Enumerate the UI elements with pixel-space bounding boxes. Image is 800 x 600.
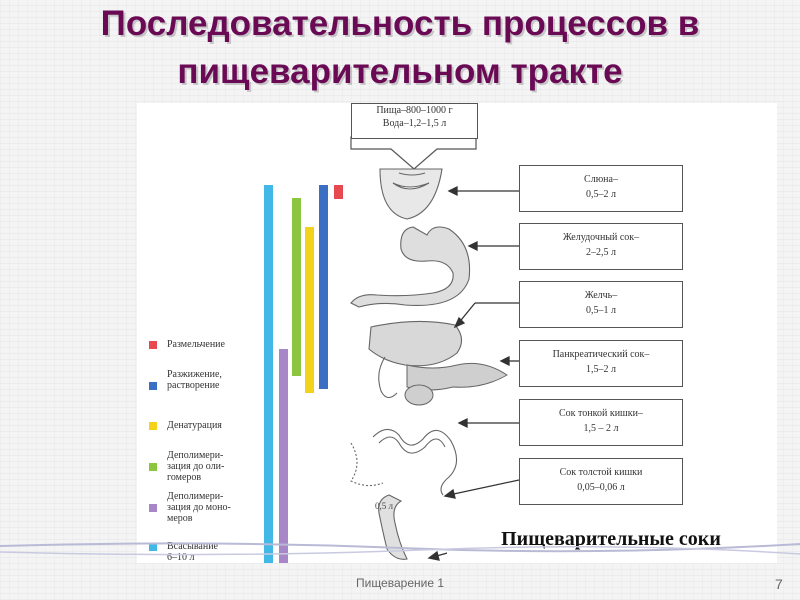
pancreas-drawing <box>404 362 508 406</box>
juice-amount: 1,5 – 2 л <box>583 423 619 434</box>
legend-swatch <box>149 463 157 471</box>
juice-amount: 0,5–1 л <box>586 305 616 316</box>
juice-name: Панкреатический сок– <box>552 349 650 360</box>
liver-drawing <box>368 320 463 399</box>
juice-name: Сок толстой кишки <box>559 467 643 478</box>
legend-label: Деполимери- зация до оли- гомеров <box>167 450 225 483</box>
bar-grinding <box>334 185 343 199</box>
small-intestine-drawing <box>350 428 458 496</box>
footer-text: Пищеварение 1 <box>355 576 444 590</box>
juice-box-bile: Желчь– 0,5–1 л <box>519 281 683 328</box>
legend-swatch <box>149 341 157 349</box>
bar-dissolution <box>319 185 328 389</box>
juice-amount: 0,05–0,06 л <box>577 482 625 493</box>
juice-box-gastric: Желудочный сок– 2–2,5 л <box>519 223 683 270</box>
bar-depolymerization-oligomers <box>292 198 301 376</box>
legend-label: Размельчение <box>167 339 225 350</box>
legend-swatch <box>149 422 157 430</box>
bar-denaturation <box>305 227 314 393</box>
juice-box-pancreatic: Панкреатический сок– 1,5–2 л <box>519 340 683 387</box>
juice-name: Желчь– <box>584 290 618 301</box>
digestion-figure: Размельчение Разжижение, растворение Ден… <box>137 103 777 563</box>
legend-label: Всасывание 6–10 л <box>167 541 218 563</box>
page-number: 7 <box>775 576 783 592</box>
decorative-lines <box>0 542 800 556</box>
title-line-1: Последовательность процессов в <box>100 4 700 43</box>
organ-illustration: 0,5 л <box>350 136 520 561</box>
food-intake-box: Пища–800–1000 г Вода–1,2–1,5 л <box>351 103 478 139</box>
juice-name: Слюна– <box>584 174 618 185</box>
stomach-drawing <box>350 226 471 308</box>
juice-amount: 2–2,5 л <box>586 247 616 258</box>
juice-box-saliva: Слюна– 0,5–2 л <box>519 165 683 212</box>
legend-swatch <box>149 382 157 390</box>
food-amount: Пища–800–1000 г <box>376 105 453 116</box>
juice-box-small-intestine: Сок тонкой кишки– 1,5 – 2 л <box>519 399 683 446</box>
legend-label: Деполимери- зация до моно- меров <box>167 491 231 524</box>
legend-swatch <box>149 504 157 512</box>
juice-name: Сок тонкой кишки– <box>559 408 643 419</box>
juice-amount: 0,5–2 л <box>586 189 616 200</box>
colon-amount-label: 0,5 л <box>375 501 394 511</box>
mouth-drawing <box>379 168 443 220</box>
title-line-2: пищеварительном тракте <box>177 52 623 91</box>
water-amount: Вода–1,2–1,5 л <box>382 118 447 129</box>
juice-amount: 1,5–2 л <box>586 364 616 375</box>
legend-swatch <box>149 543 157 551</box>
legend-label: Разжижение, растворение <box>167 369 222 391</box>
legend-label: Денатурация <box>167 420 222 431</box>
juice-box-large-intestine: Сок толстой кишки 0,05–0,06 л <box>519 458 683 505</box>
bar-absorption <box>264 185 273 563</box>
slide-title: Последовательность процессов в пищеварит… <box>0 0 800 96</box>
juice-name: Желудочный сок– <box>562 232 640 243</box>
bar-depolymerization-monomers <box>279 349 288 563</box>
large-intestine-drawing <box>378 494 408 560</box>
